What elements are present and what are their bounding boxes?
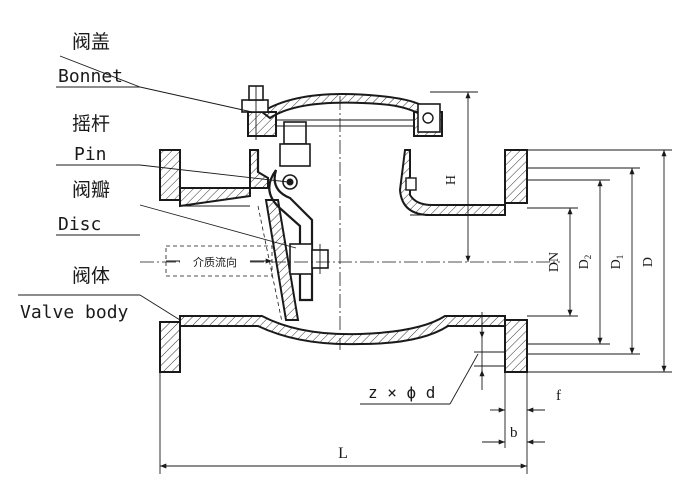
dim-D1: D1	[527, 167, 640, 355]
disc-cn-label: 阀瓣	[72, 179, 110, 201]
svg-text:D2: D2	[577, 255, 593, 270]
dim-f-label: f	[556, 388, 561, 404]
dim-bolt-label: z × ϕ d	[368, 383, 435, 402]
body-en-label: Valve body	[20, 302, 129, 323]
dim-H: H	[430, 91, 478, 262]
dim-bolt-holes: z × ϕ d	[360, 312, 505, 405]
flow-direction-box: 介质流向	[165, 245, 273, 277]
callout-valve-body: 阀体 Valve body	[18, 265, 181, 323]
dim-b: b	[482, 420, 545, 448]
callout-pin: 摇杆 Pin	[56, 113, 289, 183]
dim-D1-label: D	[609, 259, 624, 269]
disc-shape	[264, 199, 329, 321]
body-boss-icon	[405, 177, 417, 191]
dim-DN: DN	[527, 207, 578, 317]
bonnet-cn-label: 阀盖	[72, 31, 110, 53]
valve-body-shape	[159, 93, 528, 373]
dim-D2-label: D	[577, 259, 592, 269]
dim-f: f	[490, 372, 561, 420]
bonnet-bolt-right-icon	[417, 103, 441, 133]
dim-D2: D2	[527, 179, 610, 345]
dim-D: D	[527, 149, 672, 373]
callout-disc: 阀瓣 Disc	[56, 179, 297, 249]
dim-D-label: D	[641, 257, 656, 267]
dim-L: L	[159, 372, 528, 474]
callout-bonnet: 阀盖 Bonnet	[56, 31, 253, 113]
svg-text:D1: D1	[609, 255, 625, 270]
pin-arm-shape	[268, 121, 314, 302]
dim-DN-label: DN	[547, 252, 562, 272]
pin-cn-label: 摇杆	[72, 113, 110, 135]
bonnet-en-label: Bonnet	[58, 66, 123, 87]
body-cn-label: 阀体	[72, 265, 110, 287]
pin-en-label: Pin	[74, 144, 107, 165]
bonnet-bolt-left-icon	[241, 85, 269, 140]
dim-D2-sub: 2	[583, 255, 593, 260]
dim-H-label: H	[444, 175, 459, 185]
dim-D1-sub: 1	[615, 255, 625, 260]
disc-en-label: Disc	[58, 214, 101, 235]
dim-L-label: L	[338, 445, 348, 462]
dim-b-label: b	[510, 425, 518, 441]
flow-label: 介质流向	[193, 255, 237, 269]
